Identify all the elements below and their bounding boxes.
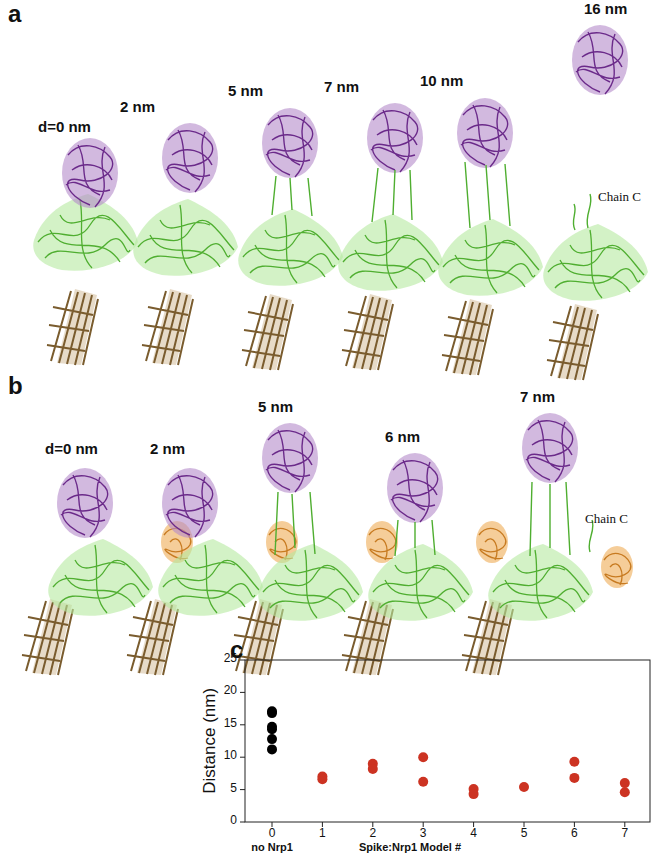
- x-tick-label: 2: [369, 827, 376, 841]
- x-tick-label: 6: [571, 827, 578, 841]
- x-tick-label: 1: [319, 827, 326, 841]
- axis-title: Spike:Nrp1 Model #: [359, 841, 461, 854]
- distance-label: 2 nm: [120, 98, 155, 115]
- distance-label: 6 nm: [385, 428, 420, 445]
- distance-label: 2 nm: [150, 440, 185, 457]
- y-tick-label: 15: [224, 717, 237, 731]
- x-tick-label: 3: [420, 827, 427, 841]
- distance-label: d=0 nm: [38, 118, 91, 135]
- x-tick-label: 0: [269, 827, 276, 841]
- x-tick-label: 5: [521, 827, 528, 841]
- y-tick-label: 10: [224, 749, 237, 763]
- y-tick-label: 20: [224, 684, 237, 698]
- axis-title: Distance (nm): [200, 688, 220, 794]
- panel-b-structures: [22, 413, 633, 675]
- distance-label: 10 nm: [420, 72, 463, 89]
- x-tick-label: 7: [621, 827, 628, 841]
- distance-label: 5 nm: [258, 398, 293, 415]
- chain-label: Chain C: [585, 512, 628, 527]
- distance-label: 7 nm: [520, 388, 555, 405]
- panel-a-structures: [33, 25, 648, 380]
- distance-label: d=0 nm: [45, 440, 98, 457]
- y-tick-label: 25: [224, 652, 237, 666]
- distance-label: 7 nm: [324, 78, 359, 95]
- distance-label: 5 nm: [228, 82, 263, 99]
- distance-label: 16 nm: [584, 0, 627, 17]
- y-tick-label: 5: [230, 782, 237, 796]
- panel-letter: a: [8, 0, 21, 28]
- chain-label: Chain C: [598, 190, 641, 205]
- scatter-plot: [240, 660, 650, 827]
- axis-note: no Nrp1: [251, 841, 293, 854]
- x-tick-label: 4: [470, 827, 477, 841]
- y-tick-label: 0: [230, 814, 237, 828]
- panel-letter: b: [8, 372, 23, 400]
